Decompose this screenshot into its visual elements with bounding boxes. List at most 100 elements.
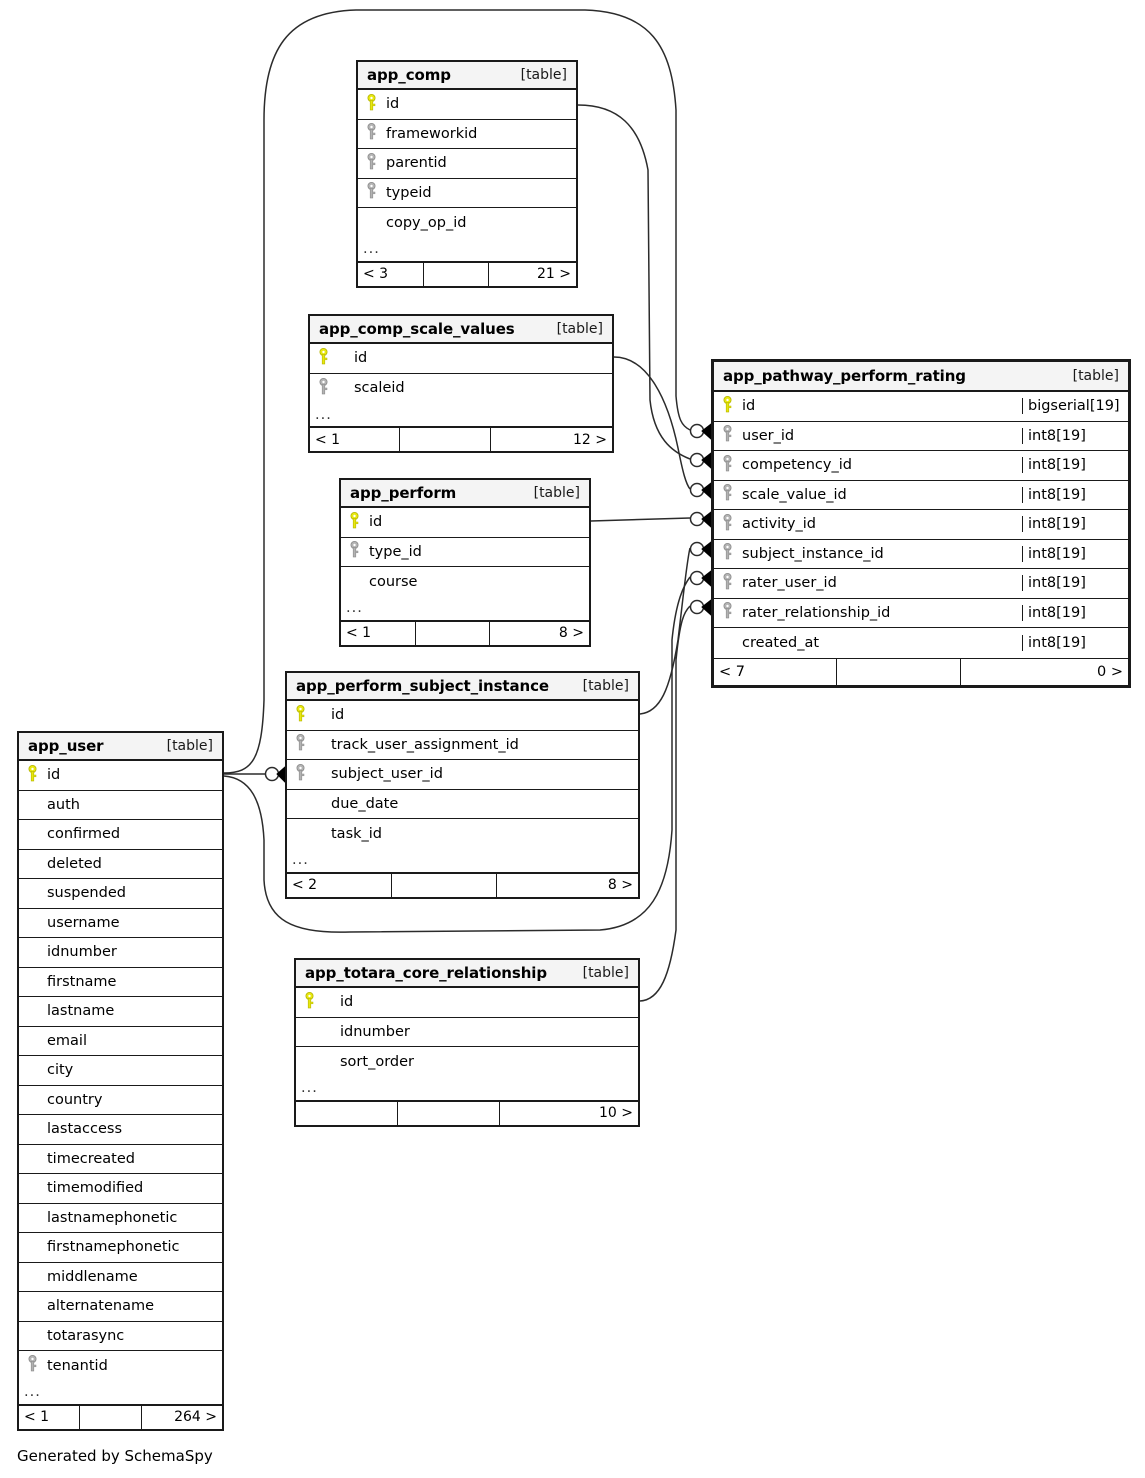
- table-row[interactable]: course: [341, 567, 589, 597]
- table-row[interactable]: scaleid: [310, 374, 612, 404]
- column-name: city: [47, 1062, 74, 1079]
- table-row[interactable]: country: [19, 1086, 222, 1115]
- table-row[interactable]: id: [341, 508, 589, 538]
- key-cell: [310, 377, 334, 399]
- table-row[interactable]: idnumber: [19, 938, 222, 968]
- table-row[interactable]: middlename: [19, 1263, 222, 1292]
- table-row[interactable]: track_user_assignment_id: [287, 731, 638, 760]
- table-header-app_user[interactable]: app_user[table]: [19, 733, 222, 761]
- table-row[interactable]: subject_user_id: [287, 760, 638, 790]
- table-header-app_perform_subject_instance[interactable]: app_perform_subject_instance[table]: [287, 673, 638, 701]
- edge-app-perform-to-activity-id: [590, 517, 691, 522]
- table-type-tag: [table]: [1072, 368, 1119, 384]
- table-row[interactable]: id: [287, 701, 638, 731]
- table-row[interactable]: type_id: [341, 538, 589, 567]
- table-row[interactable]: task_id: [287, 819, 638, 849]
- table-row[interactable]: confirmed: [19, 820, 222, 850]
- table-row[interactable]: lastaccess: [19, 1115, 222, 1145]
- child-relation-count: 10 >: [598, 1105, 633, 1121]
- table-row[interactable]: sort_order: [296, 1047, 638, 1077]
- generated-by-credit: Generated by SchemaSpy: [17, 1447, 213, 1465]
- table-row[interactable]: auth: [19, 791, 222, 820]
- column-name: idnumber: [47, 944, 117, 961]
- table-row[interactable]: idnumber: [296, 1018, 638, 1047]
- table-row[interactable]: lastnamephonetic: [19, 1204, 222, 1233]
- table-row[interactable]: id: [19, 761, 222, 791]
- key-cell: [310, 347, 334, 369]
- table-row[interactable]: id: [358, 90, 576, 120]
- key-cell: [714, 572, 738, 594]
- child-relation-count: 12 >: [572, 431, 607, 448]
- column-name: suspended: [47, 885, 126, 902]
- table-row[interactable]: typeid: [358, 179, 576, 208]
- table-row[interactable]: firstnamephonetic: [19, 1233, 222, 1263]
- table-row[interactable]: parentid: [358, 149, 576, 179]
- table-row[interactable]: tenantid: [19, 1351, 222, 1381]
- child-relation-count: 0 >: [1097, 663, 1124, 680]
- table-row[interactable]: due_date: [287, 790, 638, 819]
- table-row[interactable]: timecreated: [19, 1145, 222, 1174]
- key-cell: [358, 152, 382, 174]
- table-row[interactable]: timemodified: [19, 1174, 222, 1204]
- primary-key-icon: [304, 991, 315, 1013]
- column-name: id: [742, 398, 756, 415]
- column-name: firstname: [47, 973, 117, 990]
- footer-middle-cell: [416, 621, 491, 645]
- table-header-app_comp_scale_values[interactable]: app_comp_scale_values[table]: [310, 316, 612, 344]
- table-header-app_perform[interactable]: app_perform[table]: [341, 480, 589, 508]
- column-type: int8[19]: [1022, 545, 1128, 562]
- column-name: email: [47, 1032, 87, 1049]
- table-row[interactable]: id: [296, 988, 638, 1018]
- table-row[interactable]: lastname: [19, 997, 222, 1027]
- foreign-key-icon: [722, 484, 733, 505]
- table-title: app_comp: [367, 66, 451, 84]
- table-row[interactable]: totarasync: [19, 1322, 222, 1351]
- key-cell: [341, 541, 365, 562]
- table-header-app_comp[interactable]: app_comp[table]: [358, 62, 576, 90]
- foreign-key-icon: [27, 1355, 38, 1376]
- table-row[interactable]: email: [19, 1027, 222, 1056]
- table-row[interactable]: firstname: [19, 968, 222, 997]
- parent-relation-count: [296, 1101, 399, 1125]
- key-cell: [714, 395, 738, 417]
- primary-key-icon: [27, 764, 38, 786]
- column-name: username: [47, 914, 120, 931]
- column-name: lastaccess: [47, 1121, 123, 1138]
- table-header-app_pathway_perform_rating[interactable]: app_pathway_perform_rating[table]: [714, 362, 1128, 392]
- more-columns-indicator: ...: [296, 1077, 638, 1101]
- more-columns-indicator: ...: [358, 238, 576, 262]
- table-row[interactable]: copy_op_id: [358, 208, 576, 238]
- column-name: parentid: [386, 155, 447, 172]
- parent-relation-count: < 7: [714, 658, 838, 685]
- table-row[interactable]: frameworkid: [358, 120, 576, 149]
- table-type-tag: [table]: [556, 321, 603, 337]
- table-row[interactable]: city: [19, 1056, 222, 1086]
- table-header-app_totara_core_relationship[interactable]: app_totara_core_relationship[table]: [296, 960, 638, 988]
- table-row[interactable]: id: [310, 344, 612, 374]
- table-row[interactable]: suspended: [19, 879, 222, 909]
- table-row[interactable]: deleted: [19, 850, 222, 879]
- column-name: id: [47, 767, 61, 784]
- table-row[interactable]: username: [19, 909, 222, 938]
- foreign-key-icon: [366, 152, 377, 174]
- column-name: rater_relationship_id: [742, 604, 891, 621]
- column-name: firstnamephonetic: [47, 1239, 180, 1256]
- table-row[interactable]: alternatename: [19, 1292, 222, 1322]
